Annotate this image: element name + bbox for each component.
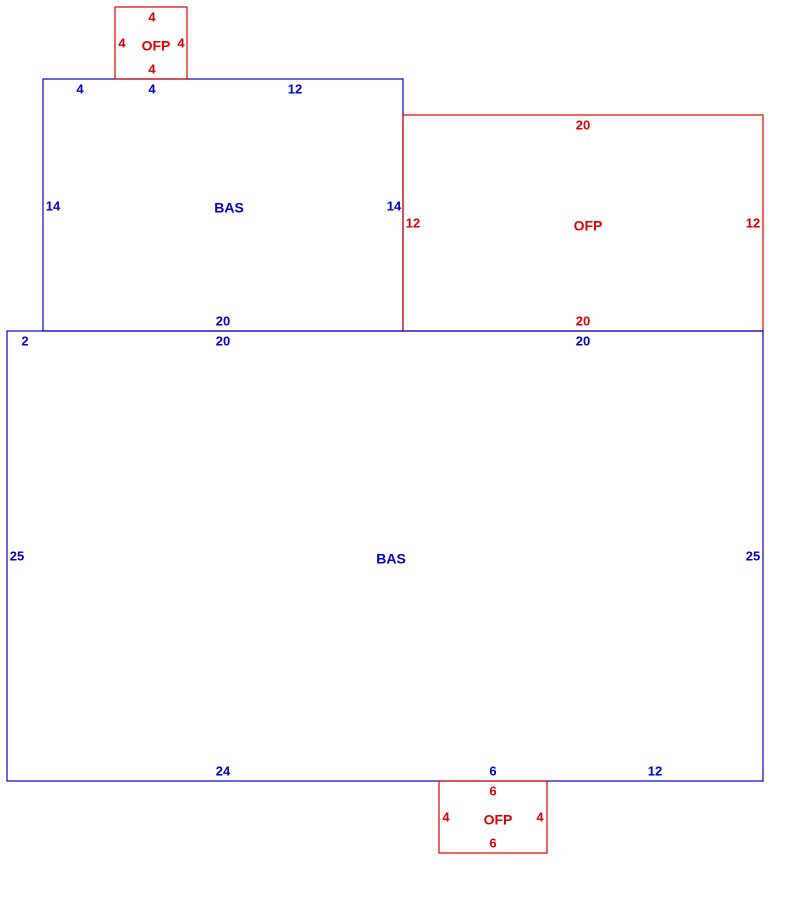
right-porch-area: 20 20 12 12 OFP [402, 114, 764, 332]
bottom-porch-top-dimension: 6 [489, 783, 496, 798]
bottom-porch-area: 6 6 4 4 OFP [438, 780, 548, 854]
upper-bas-top-left-dimension: 4 [76, 81, 84, 96]
upper-bas-top-right-dimension: 12 [288, 81, 302, 96]
bottom-porch-bottom-dimension: 6 [489, 835, 496, 850]
upper-bas-area-label: BAS [214, 200, 244, 216]
right-porch-bottom-dimension: 20 [576, 313, 590, 328]
upper-bas-right-dimension: 14 [387, 198, 402, 213]
top-porch-outline [114, 6, 188, 80]
upper-bas-top-mid-dimension: 4 [148, 81, 156, 96]
right-porch-area-label: OFP [574, 218, 603, 234]
bottom-porch-area-label: OFP [484, 812, 513, 828]
top-porch-top-dimension: 4 [148, 9, 156, 24]
top-porch-right-dimension: 4 [177, 35, 185, 50]
right-porch-left-dimension: 12 [406, 215, 420, 230]
main-bas-area-label: BAS [376, 551, 406, 567]
main-bas-bottom-mid-dimension: 6 [489, 763, 496, 778]
main-bas-top-right-dimension: 20 [576, 333, 590, 348]
right-porch-top-dimension: 20 [576, 117, 590, 132]
main-bas-bottom-right-dimension: 12 [648, 763, 662, 778]
top-porch-bottom-dimension: 4 [148, 61, 156, 76]
bottom-porch-right-dimension: 4 [536, 809, 544, 824]
upper-bas-bottom-dimension: 20 [216, 313, 230, 328]
bottom-porch-left-dimension: 4 [442, 809, 450, 824]
upper-bas-left-dimension: 14 [46, 198, 61, 213]
upper-bas-area: 4 4 12 14 14 20 BAS [42, 78, 404, 332]
top-porch-area: 4 4 4 4 OFP [114, 6, 188, 80]
main-bas-bottom-left-dimension: 24 [216, 763, 231, 778]
main-bas-outline [6, 330, 764, 782]
top-porch-area-label: OFP [142, 38, 171, 54]
main-bas-right-dimension: 25 [746, 548, 760, 563]
top-porch-left-dimension: 4 [118, 35, 126, 50]
right-porch-right-dimension: 12 [746, 215, 760, 230]
main-bas-area: 2 20 20 25 25 24 6 12 BAS [6, 330, 764, 782]
main-bas-top-left-jog-dimension: 2 [21, 333, 28, 348]
main-bas-left-dimension: 25 [10, 548, 24, 563]
main-bas-top-left-dimension: 20 [216, 333, 230, 348]
bottom-porch-outline [438, 780, 548, 854]
